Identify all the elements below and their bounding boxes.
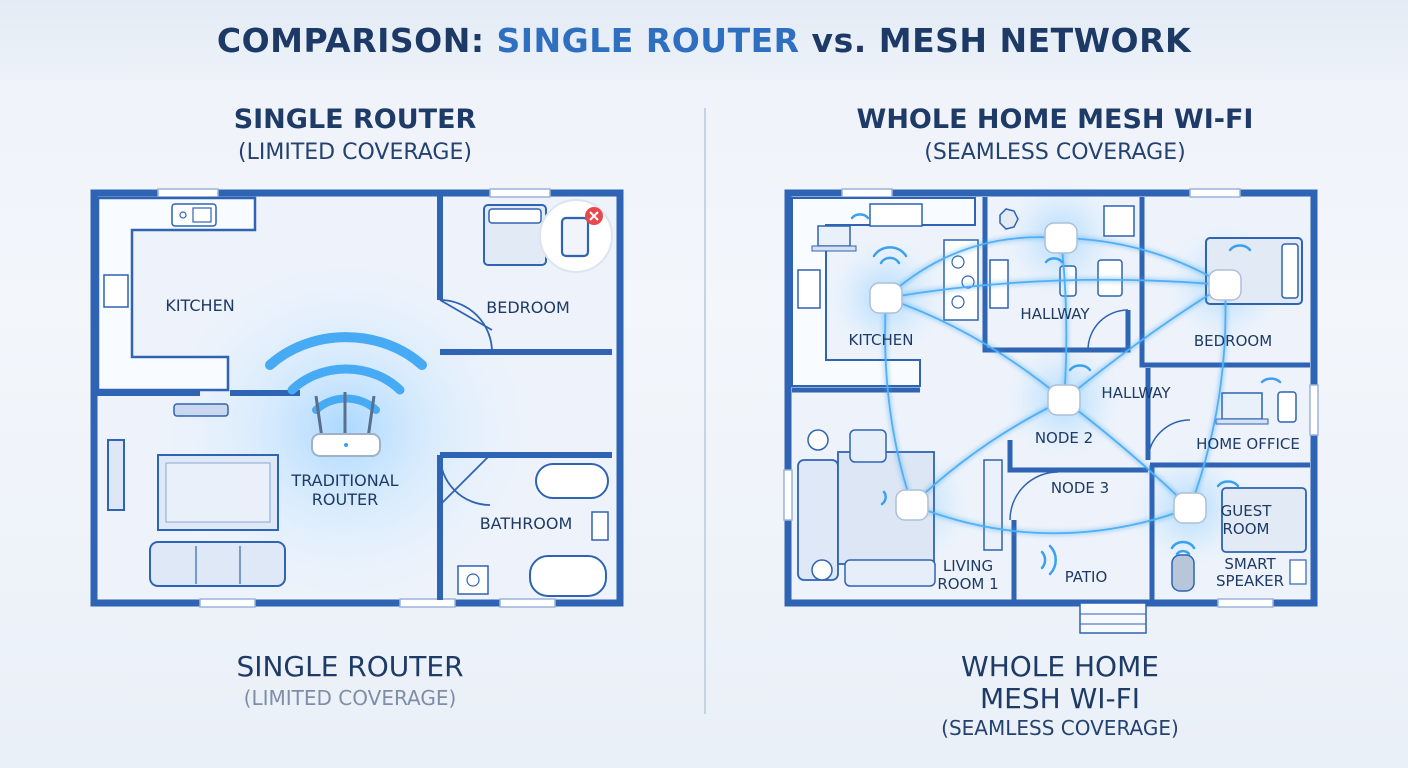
right-footer-subheading: (SEAMLESS COVERAGE) — [941, 716, 1179, 740]
laptop-icon — [811, 225, 857, 252]
left-doors — [439, 299, 493, 506]
mesh-node-kitchen — [869, 282, 903, 314]
right-bedroom-label: BEDROOM — [1194, 332, 1272, 350]
device-wifi-icons — [850, 213, 1282, 576]
left-subheading: (LIMITED COVERAGE) — [238, 140, 472, 165]
home-office-desk — [1215, 391, 1297, 425]
mesh-node-living-room — [895, 489, 929, 521]
living-room-furniture — [107, 403, 286, 587]
right-footer-heading-line1: WHOLE HOME — [961, 650, 1159, 683]
patio-label: PATIO — [1065, 568, 1108, 586]
left-windows — [157, 188, 556, 608]
living-room-label-line2: ROOM 1 — [937, 575, 998, 593]
router-label-line2: ROUTER — [312, 490, 378, 509]
mesh-node-icons — [869, 222, 1242, 524]
guest-room-label-line1: GUEST — [1221, 502, 1273, 520]
kitchen-sink — [171, 203, 217, 227]
smart-speaker-icon — [1171, 554, 1195, 592]
left-kitchen-label: KITCHEN — [165, 296, 234, 315]
kitchen-stove — [103, 274, 129, 308]
title-part-single-router: SINGLE ROUTER — [496, 20, 800, 60]
left-outer-wall — [90, 189, 624, 607]
left-bedroom-label: BEDROOM — [486, 298, 570, 317]
guest-room-label-line2: ROOM — [1223, 520, 1270, 538]
title-part-comparison: COMPARISON: — [216, 20, 497, 60]
mesh-node-2 — [1047, 384, 1081, 416]
bathroom-fixtures — [457, 463, 609, 597]
left-footer-subheading: (LIMITED COVERAGE) — [243, 686, 457, 710]
kitchen-counter — [96, 196, 257, 392]
node3-label: NODE 3 — [1051, 479, 1109, 497]
title-bar: COMPARISON: SINGLE ROUTER vs. MESH NETWO… — [0, 0, 1408, 80]
mesh-node-bedroom — [1208, 269, 1242, 301]
right-hallway-label: HALLWAY — [1101, 384, 1171, 402]
left-interior-walls — [94, 193, 612, 600]
disconnected-tablet — [539, 199, 613, 273]
mesh-node-hallway-top — [1044, 222, 1078, 254]
mesh-links — [884, 236, 1227, 535]
right-footer-heading-line2: MESH WI-FI — [980, 682, 1140, 715]
right-kitchen-label: KITCHEN — [849, 331, 914, 349]
right-hallway-top-label: HALLWAY — [1020, 305, 1090, 323]
traditional-router-icon — [311, 392, 381, 457]
mesh-node-3 — [1173, 492, 1207, 524]
router-label-line1: TRADITIONAL — [290, 471, 398, 490]
center-divider — [704, 108, 706, 714]
smart-speaker-label-line1: SMART — [1224, 555, 1276, 573]
page-title: COMPARISON: SINGLE ROUTER vs. MESH NETWO… — [217, 21, 1191, 60]
left-bathroom-label: BATHROOM — [480, 514, 573, 533]
home-office-label: HOME OFFICE — [1196, 435, 1300, 453]
left-footer-heading: SINGLE ROUTER — [236, 650, 464, 683]
right-subheading: (SEAMLESS COVERAGE) — [924, 140, 1186, 165]
left-heading: SINGLE ROUTER — [233, 104, 477, 135]
node2-label: NODE 2 — [1035, 429, 1093, 447]
living-room-label-line1: LIVING — [943, 557, 993, 575]
right-heading: WHOLE HOME MESH WI-FI — [856, 104, 1254, 135]
title-part-mesh-network: MESH NETWORK — [878, 20, 1192, 60]
title-part-vs: vs. — [799, 20, 879, 60]
smart-speaker-label-line2: SPEAKER — [1216, 572, 1284, 590]
bedroom-bed — [483, 204, 547, 266]
